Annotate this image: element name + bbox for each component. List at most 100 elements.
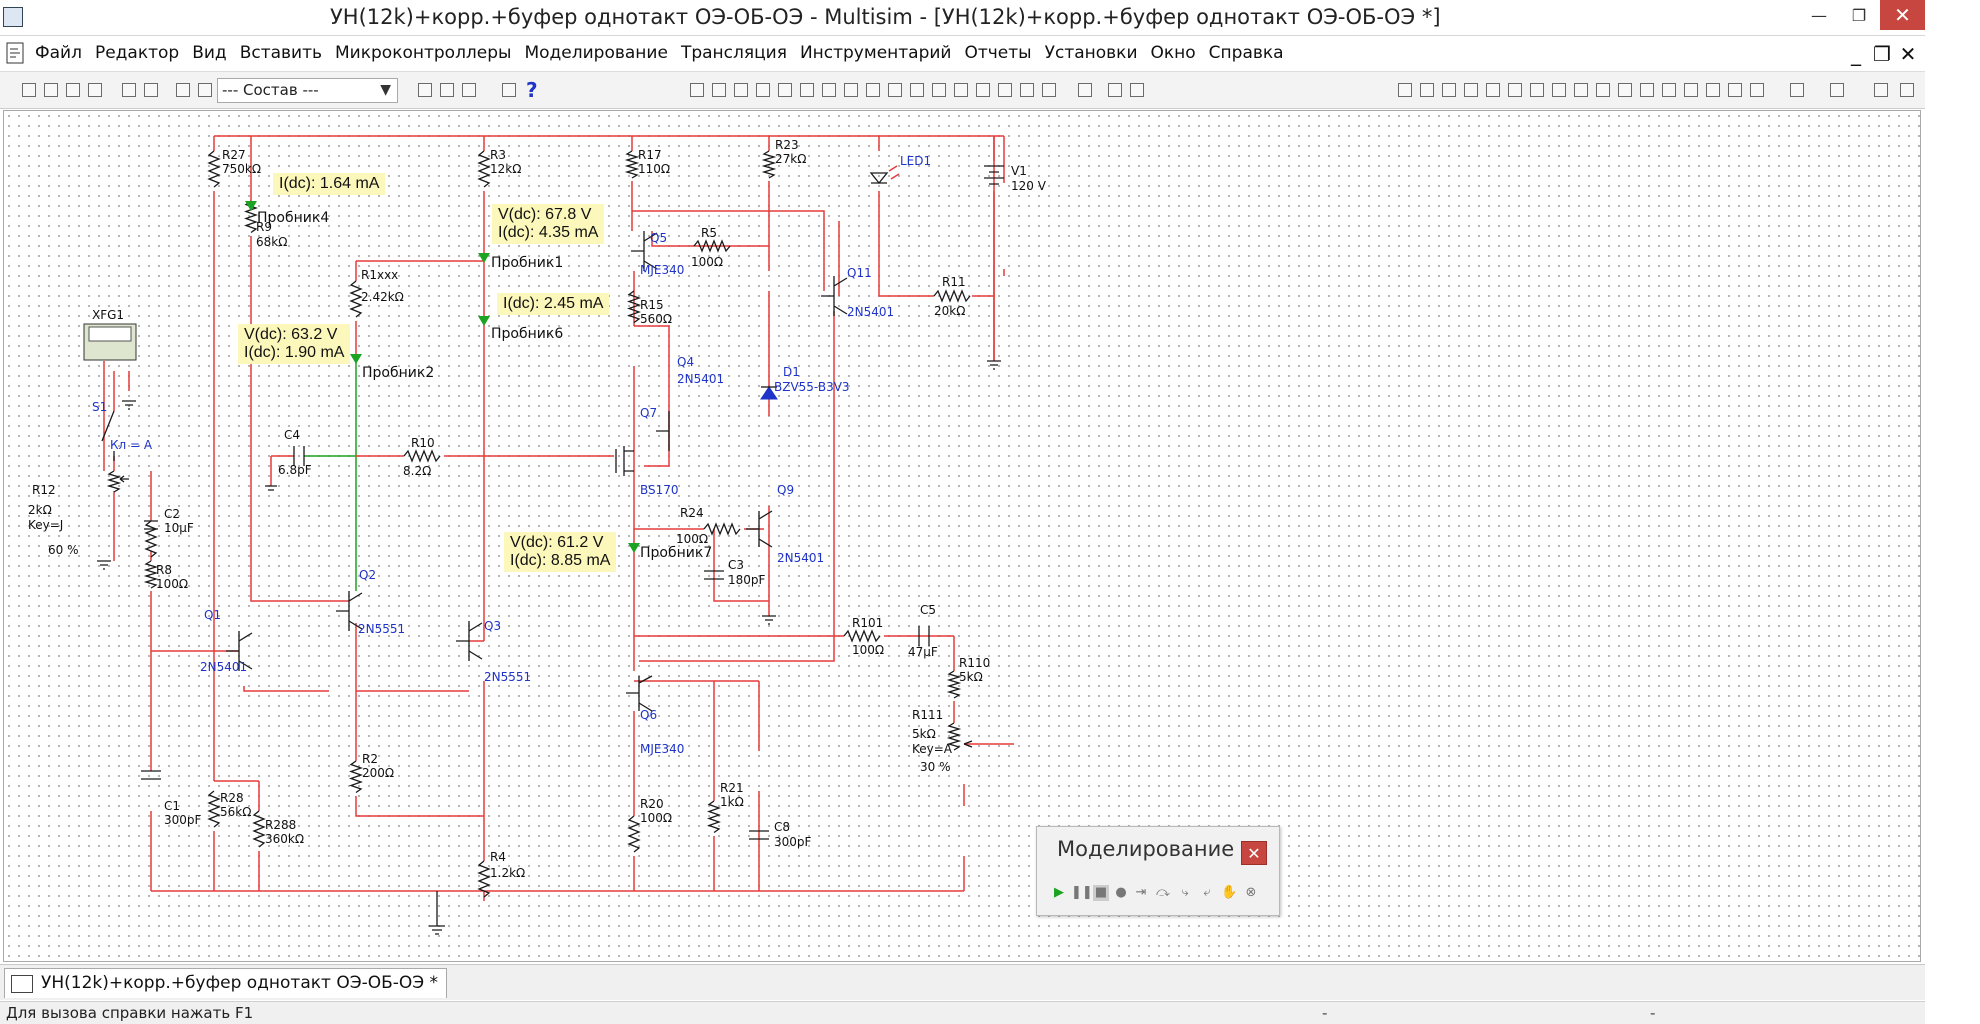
probe-name[interactable]: Пробник1: [491, 255, 563, 271]
c2-ref[interactable]: C2: [164, 507, 180, 521]
r288-value[interactable]: 360kΩ: [265, 832, 304, 846]
q6-value[interactable]: MJE340: [640, 742, 684, 756]
r24-ref[interactable]: R24: [680, 506, 704, 520]
r17-value[interactable]: 110Ω: [638, 162, 670, 176]
wattmeter-icon[interactable]: [1442, 83, 1456, 97]
r11-ref[interactable]: R11: [942, 275, 966, 289]
find-examples-icon[interactable]: [502, 83, 516, 97]
q3-ref[interactable]: Q3: [484, 619, 501, 633]
electromechanical-bin-icon[interactable]: [998, 83, 1012, 97]
menu-help[interactable]: Справка: [1208, 43, 1284, 63]
probe-name[interactable]: Пробник6: [491, 326, 563, 342]
function-generator-icon[interactable]: [1420, 83, 1434, 97]
mdi-minimize-button[interactable]: _: [1851, 42, 1861, 66]
mcu-bin-icon[interactable]: [844, 83, 858, 97]
r27-ref[interactable]: R27: [222, 148, 246, 162]
frequency-counter-icon[interactable]: [1530, 83, 1544, 97]
q7-value[interactable]: BS170: [640, 483, 679, 497]
d1-value[interactable]: BZV55-B3V3: [774, 380, 850, 394]
menu-file[interactable]: Файл: [35, 43, 82, 63]
q2-ref[interactable]: Q2: [359, 568, 376, 582]
r111-ref[interactable]: R111: [912, 708, 943, 722]
document-icon[interactable]: [4, 41, 28, 65]
r12-key[interactable]: Key=J: [28, 518, 63, 532]
probe-name[interactable]: Пробник4: [257, 210, 329, 226]
cmos-bin-icon[interactable]: [822, 83, 836, 97]
r12-pct[interactable]: 60 %: [48, 543, 79, 557]
r28-value[interactable]: 56kΩ: [220, 805, 251, 819]
network-analyzer-icon[interactable]: [1684, 83, 1698, 97]
s1-ref[interactable]: S1: [92, 400, 107, 414]
probe-tool-icon[interactable]: [1900, 83, 1914, 97]
pause-icon[interactable]: ❚❚: [1071, 885, 1093, 900]
r8-value[interactable]: 100Ω: [156, 577, 188, 591]
minimize-button[interactable]: —: [1800, 0, 1838, 30]
r10-value[interactable]: 8.2Ω: [403, 464, 431, 478]
transistor-bin-icon[interactable]: [756, 83, 770, 97]
r4-ref[interactable]: R4: [490, 850, 506, 864]
current-probe-icon[interactable]: [1874, 83, 1888, 97]
design-toolbox-icon[interactable]: [22, 83, 36, 97]
maximize-button[interactable]: ❐: [1840, 0, 1878, 30]
basic-bin-icon[interactable]: [712, 83, 726, 97]
r21-value[interactable]: 1kΩ: [720, 795, 744, 809]
r111-pct[interactable]: 30 %: [920, 760, 951, 774]
source-bin-icon[interactable]: [690, 83, 704, 97]
q7-ref[interactable]: Q7: [640, 406, 657, 420]
r9-ref[interactable]: R9: [256, 220, 272, 234]
r12-value[interactable]: 2kΩ: [28, 503, 52, 517]
r1xxx-value[interactable]: 2.42kΩ: [361, 290, 404, 304]
close-icon[interactable]: ✕: [1241, 841, 1267, 865]
q4-ref[interactable]: Q4: [677, 355, 694, 369]
indicator-bin-icon[interactable]: [910, 83, 924, 97]
breadboard-icon[interactable]: [122, 83, 136, 97]
c3-value[interactable]: 180pF: [728, 573, 766, 587]
component-select[interactable]: --- Состав --- ▼: [217, 78, 398, 103]
r110-value[interactable]: 5kΩ: [959, 670, 983, 684]
r20-ref[interactable]: R20: [640, 797, 664, 811]
q5-ref[interactable]: Q5: [650, 231, 667, 245]
step-over-icon[interactable]: ⤼: [1156, 885, 1170, 900]
r28-ref[interactable]: R28: [220, 791, 244, 805]
erc-icon[interactable]: [418, 83, 432, 97]
menu-simulate[interactable]: Моделирование: [524, 43, 668, 63]
hierarchy-icon[interactable]: [176, 83, 190, 97]
q3-value[interactable]: 2N5551: [484, 670, 531, 684]
connector-bin-icon[interactable]: [1020, 83, 1034, 97]
menu-reports[interactable]: Отчеты: [964, 43, 1032, 63]
c8-value[interactable]: 300pF: [774, 835, 812, 849]
stop-icon[interactable]: ■: [1093, 885, 1109, 901]
r9-value[interactable]: 68kΩ: [256, 235, 287, 249]
r11-value[interactable]: 20kΩ: [934, 304, 965, 318]
ni-elvis-icon[interactable]: [1830, 83, 1844, 97]
r2-ref[interactable]: R2: [362, 752, 378, 766]
rf-bin-icon[interactable]: [976, 83, 990, 97]
four-channel-oscilloscope-icon[interactable]: [1486, 83, 1500, 97]
spreadsheet-view-icon[interactable]: [44, 83, 58, 97]
power-bin-icon[interactable]: [932, 83, 946, 97]
c5-ref[interactable]: C5: [920, 603, 936, 617]
menu-edit[interactable]: Редактор: [94, 43, 180, 63]
ni-bin-icon[interactable]: [1042, 83, 1056, 97]
c3-ref[interactable]: C3: [728, 558, 744, 572]
r20-value[interactable]: 100Ω: [640, 811, 672, 825]
r5-value[interactable]: 100Ω: [691, 255, 723, 269]
r2-value[interactable]: 200Ω: [362, 766, 394, 780]
menu-view[interactable]: Вид: [192, 43, 227, 63]
menu-mcu[interactable]: Микроконтроллеры: [335, 43, 512, 63]
menu-options[interactable]: Установки: [1044, 43, 1138, 63]
menu-transfer[interactable]: Трансляция: [680, 43, 787, 63]
iv-analyzer-icon[interactable]: [1618, 83, 1632, 97]
r15-value[interactable]: 560Ω: [640, 312, 672, 326]
r288-ref[interactable]: R288: [265, 818, 296, 832]
r23-value[interactable]: 27kΩ: [775, 152, 806, 166]
r27-value[interactable]: 750kΩ: [222, 162, 261, 176]
mdi-restore-button[interactable]: ❐: [1873, 42, 1891, 66]
labview-instrument-icon[interactable]: [1790, 83, 1804, 97]
run-icon[interactable]: ▶: [1054, 885, 1064, 900]
r1xxx-ref[interactable]: R1xxx: [361, 268, 398, 282]
simulation-grapher-icon[interactable]: [66, 83, 80, 97]
back-annotate-icon[interactable]: [440, 83, 454, 97]
oscilloscope-icon[interactable]: [1464, 83, 1478, 97]
r17-ref[interactable]: R17: [638, 148, 662, 162]
